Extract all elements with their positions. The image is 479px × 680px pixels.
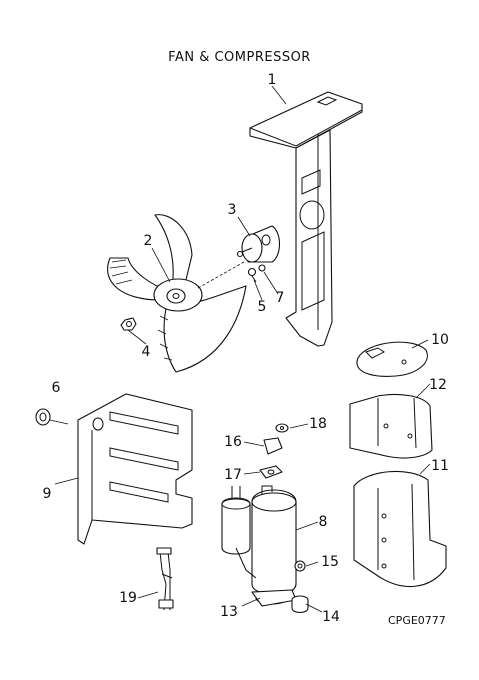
part-1-motor-bracket bbox=[249, 91, 363, 347]
callout-8: 8 bbox=[318, 514, 328, 530]
callout-6: 6 bbox=[51, 380, 61, 396]
part-4-nut bbox=[120, 317, 137, 331]
callout-12: 12 bbox=[429, 377, 447, 393]
drawing-code: CPGE0777 bbox=[388, 614, 446, 627]
part-15-nut bbox=[294, 560, 306, 572]
part-10-top-cover bbox=[356, 341, 428, 377]
part-5-screw bbox=[247, 267, 257, 283]
part-16-clamp bbox=[263, 437, 283, 455]
callout-18: 18 bbox=[309, 416, 327, 432]
part-3-fan-motor bbox=[236, 225, 281, 263]
callout-3: 3 bbox=[227, 202, 237, 218]
callout-4: 4 bbox=[141, 344, 151, 360]
part-8-compressor bbox=[221, 485, 297, 605]
part-6-grommet bbox=[35, 408, 69, 426]
callout-16: 16 bbox=[224, 434, 242, 450]
part-13-compressor-feet bbox=[251, 589, 297, 607]
callout-7: 7 bbox=[275, 290, 285, 306]
callout-14: 14 bbox=[322, 609, 340, 625]
callout-15: 15 bbox=[321, 554, 339, 570]
part-2-fan-blade bbox=[107, 214, 247, 373]
leader-lines bbox=[54, 85, 431, 613]
part-14-rubber-mount bbox=[291, 595, 309, 614]
callout-11: 11 bbox=[431, 458, 449, 474]
callout-1: 1 bbox=[267, 72, 277, 88]
callout-5: 5 bbox=[257, 299, 267, 315]
part-7-washer bbox=[258, 264, 266, 272]
page-title: FAN & COMPRESSOR bbox=[168, 50, 311, 65]
callout-17: 17 bbox=[224, 467, 242, 483]
part-12-upper-insulation bbox=[349, 393, 433, 459]
part-18-nut bbox=[275, 423, 289, 433]
part-11-lower-insulation bbox=[353, 470, 447, 587]
callout-13: 13 bbox=[220, 604, 238, 620]
callout-9: 9 bbox=[42, 486, 52, 502]
callout-10: 10 bbox=[431, 332, 449, 348]
part-17-gasket bbox=[259, 465, 283, 479]
part-19-terminal-lead bbox=[156, 547, 174, 611]
callout-2: 2 bbox=[143, 233, 153, 249]
part-9-side-panel bbox=[77, 393, 193, 545]
callout-19: 19 bbox=[119, 590, 137, 606]
